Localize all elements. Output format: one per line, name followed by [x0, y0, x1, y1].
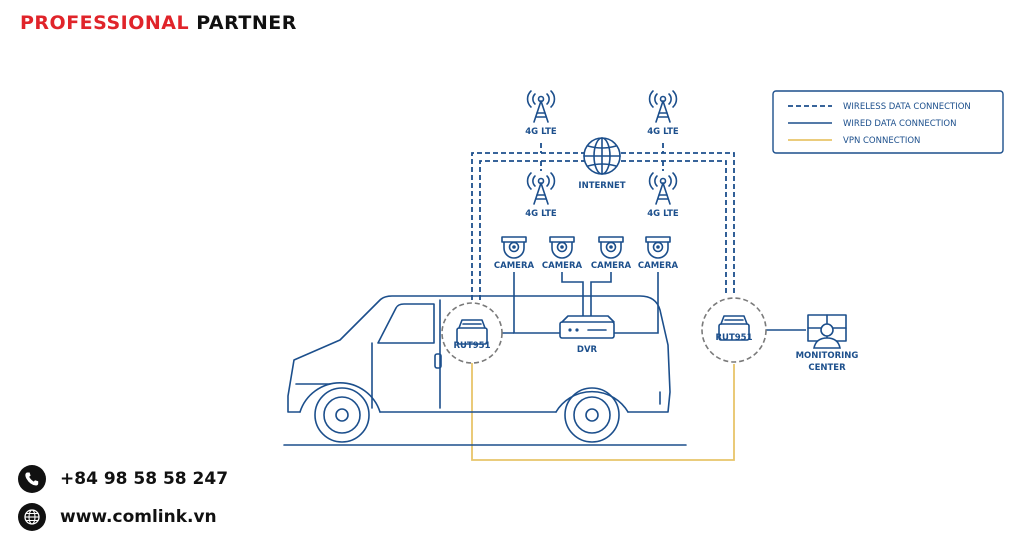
- tower-top-left-icon: [526, 90, 556, 123]
- camera-1-label: CAMERA: [494, 261, 535, 271]
- monitoring-center-label-line2: CENTER: [808, 363, 846, 373]
- tower-bottom-left-icon: [526, 172, 556, 205]
- camera-2-label: CAMERA: [542, 261, 583, 271]
- legend-vpn-label: VPN CONNECTION: [843, 136, 920, 146]
- tower-top-right-icon: [648, 90, 678, 123]
- tower-bottom-right-icon: [648, 172, 678, 205]
- dvr-icon: [559, 315, 615, 339]
- phone-icon: [18, 465, 46, 493]
- wired-connection-lines: [497, 272, 806, 334]
- wireless-connection-lines: [471, 143, 735, 300]
- brand-professional: PROFESSIONAL: [20, 12, 190, 34]
- monitoring-center-label-line1: MONITORING: [796, 351, 859, 361]
- router-van-label: RUT951: [454, 341, 491, 351]
- tower-bottom-left-label: 4G LTE: [525, 209, 557, 219]
- website-url: www.comlink.vn: [60, 507, 217, 527]
- internet-label: INTERNET: [578, 181, 625, 191]
- globe-web-icon: [18, 503, 46, 531]
- website-contact[interactable]: www.comlink.vn: [18, 503, 217, 531]
- globe-icon: [583, 137, 621, 175]
- legend-wired-label: WIRED DATA CONNECTION: [843, 119, 956, 129]
- dvr-label: DVR: [577, 345, 598, 355]
- phone-contact[interactable]: +84 98 58 58 247: [18, 465, 228, 493]
- router-center-zone: [701, 297, 767, 363]
- camera-4-label: CAMERA: [638, 261, 679, 271]
- tower-top-right-label: 4G LTE: [647, 127, 679, 137]
- camera-4-icon: [645, 236, 671, 259]
- van-icon: [283, 295, 687, 446]
- tower-top-left-label: 4G LTE: [525, 127, 557, 137]
- camera-3-icon: [598, 236, 624, 259]
- brand-partner: PARTNER: [196, 12, 297, 34]
- camera-3-label: CAMERA: [591, 261, 632, 271]
- router-van-zone: [441, 302, 503, 364]
- camera-1-icon: [501, 236, 527, 259]
- router-center-label: RUT951: [716, 333, 753, 343]
- legend-wireless-label: WIRELESS DATA CONNECTION: [843, 102, 971, 112]
- page-title: PROFESSIONAL PARTNER: [20, 12, 297, 34]
- legend: WIRELESS DATA CONNECTION WIRED DATA CONN…: [772, 90, 1004, 154]
- vpn-connection-line: [471, 362, 735, 461]
- monitoring-center-icon: [807, 314, 847, 349]
- phone-number: +84 98 58 58 247: [60, 469, 229, 489]
- camera-2-icon: [549, 236, 575, 259]
- tower-bottom-right-label: 4G LTE: [647, 209, 679, 219]
